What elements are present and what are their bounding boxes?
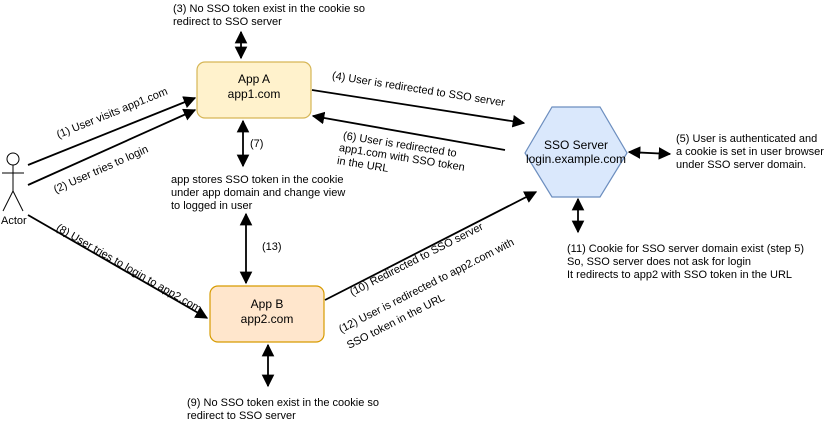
edge-step4[interactable]: [311, 89, 526, 128]
step5-note-line3: under SSO server domain.: [676, 159, 807, 171]
sso-server-subtitle: login.example.com: [525, 152, 627, 166]
app-b-title: App B: [250, 297, 284, 311]
edge-step6[interactable]: [311, 111, 506, 151]
app-stores-note-line3: to logged in user: [171, 200, 253, 212]
step3-note-line1: (3) No SSO token exist in the cookie so: [173, 3, 365, 15]
step7-label: (7): [250, 138, 264, 150]
actor-label: Actor: [1, 215, 27, 227]
app-stores-note-line1: app stores SSO token in the cookie: [171, 174, 344, 186]
app-a-title: App A: [237, 72, 271, 86]
edge-step5[interactable]: [627, 146, 672, 160]
step13-label: (13): [262, 241, 282, 253]
edge-step1[interactable]: [27, 96, 197, 166]
app-stores-note-line2: under app domain and change view: [171, 187, 346, 199]
edge-step8[interactable]: [27, 214, 209, 319]
step5-note-line1: (5) User is authenticated and: [676, 133, 818, 145]
step11-note-line2: So, SSO server does not ask for login: [567, 256, 752, 268]
sso-server-title: SSO Server: [543, 138, 609, 152]
step11-note-line3: It redirects to app2 with SSO token in t…: [567, 269, 793, 281]
actor-figure: [2, 152, 24, 212]
app-b-subtitle: app2.com: [240, 312, 294, 326]
app-a-box[interactable]: [196, 61, 312, 119]
sso-server-hexagon[interactable]: [524, 106, 628, 198]
step3-note-line2: redirect to SSO server: [173, 16, 282, 28]
step11-note-line1: (11) Cookie for SSO server domain exist …: [567, 243, 804, 255]
edge-step10[interactable]: [324, 191, 538, 301]
app-b-box[interactable]: [209, 285, 325, 343]
step9-note-line2: redirect to SSO server: [187, 410, 296, 422]
app-a-subtitle: app1.com: [227, 87, 281, 101]
edge-step2[interactable]: [27, 108, 197, 186]
step9-note-line1: (9) No SSO token exist in the cookie so: [187, 397, 379, 409]
step5-note-line2: a cookie is set in user browser: [676, 146, 824, 158]
